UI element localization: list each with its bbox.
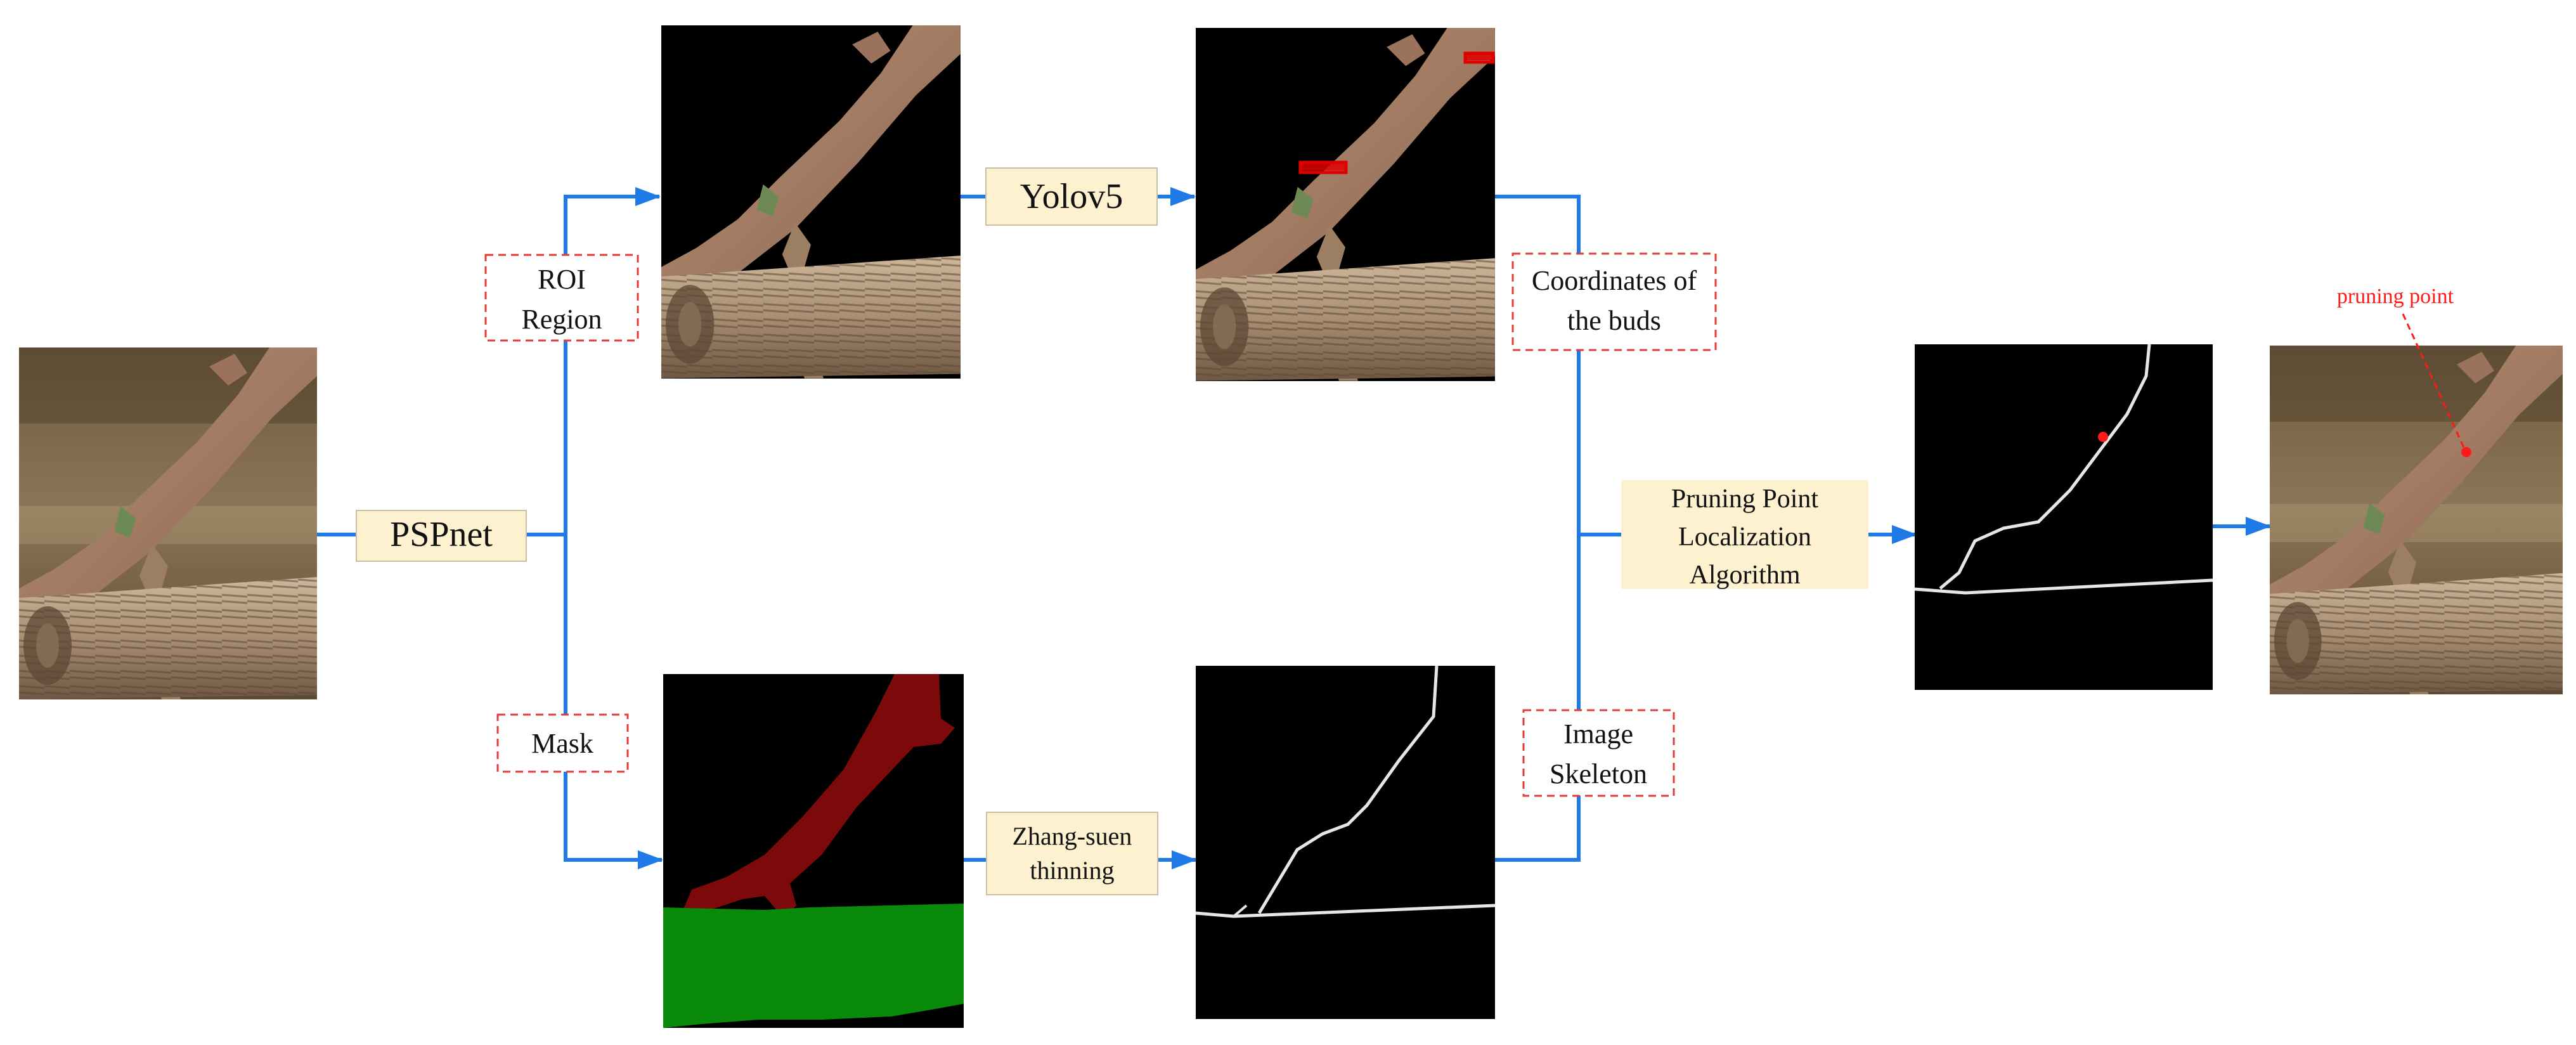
result-skeleton-trunk — [1914, 578, 2213, 595]
mask-branch-region — [682, 674, 955, 918]
result-skeleton-image — [1914, 344, 2213, 690]
yolov5-node: Yolov5 — [985, 167, 1158, 226]
skeleton-image — [1195, 665, 1496, 1019]
pruning-point-leader — [2402, 313, 2466, 451]
bud-coordinates-label: Coordinates of the buds — [1511, 252, 1717, 351]
input-photo — [19, 347, 317, 699]
mask-label: Mask — [496, 713, 629, 773]
mask-image — [663, 674, 964, 1028]
algorithm-label-line1: Pruning Point — [1671, 484, 1819, 514]
detection-image — [1196, 28, 1495, 381]
mask-label-text: Mask — [531, 728, 593, 759]
roi-label-line1: ROI — [538, 264, 586, 295]
zhang-suen-node: Zhang-suen thinning — [986, 812, 1158, 895]
algorithm-node: Pruning Point Localization Algorithm — [1621, 480, 1868, 590]
buds-label-line1: Coordinates of — [1532, 265, 1697, 296]
yolov5-label: Yolov5 — [1020, 177, 1123, 216]
skeleton-label-line2: Skeleton — [1550, 758, 1647, 789]
pspnet-node: PSPnet — [356, 510, 527, 562]
final-pruning-point-marker — [2461, 447, 2471, 457]
roi-region-label: ROI Region — [484, 254, 639, 342]
bud-detection-box-1 — [1298, 160, 1348, 174]
image-skeleton-label: Image Skeleton — [1522, 709, 1675, 797]
roi-label-line2: Region — [521, 304, 602, 335]
algorithm-label-line3: Algorithm — [1690, 561, 1801, 590]
roi-image — [661, 25, 961, 379]
result-skeleton-branch — [1939, 344, 2151, 590]
final-photo — [2270, 346, 2563, 695]
mask-trunk-region — [663, 904, 964, 1028]
skeleton-label-line1: Image — [1563, 718, 1633, 750]
zhang-suen-label-line2: thinning — [1030, 856, 1114, 885]
pspnet-label: PSPnet — [390, 515, 493, 554]
skeleton-branch-line — [1257, 665, 1439, 914]
buds-label-line2: the buds — [1567, 305, 1661, 336]
result-pruning-point-marker — [2098, 432, 2108, 442]
zhang-suen-label-line1: Zhang-suen — [1013, 822, 1132, 850]
algorithm-label-line2: Localization — [1678, 522, 1811, 552]
pruning-point-label: pruning point — [2337, 285, 2454, 308]
bud-detection-box-2 — [1463, 51, 1495, 64]
